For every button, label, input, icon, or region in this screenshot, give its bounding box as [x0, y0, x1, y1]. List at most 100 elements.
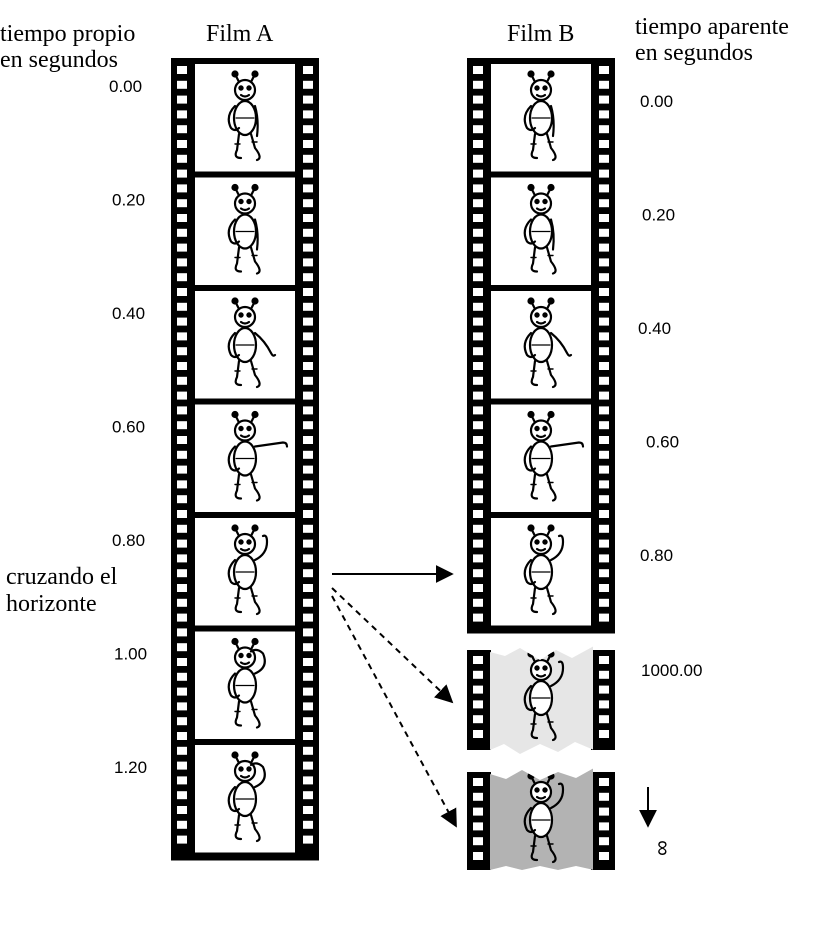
film-b-sprocket-hole [599, 391, 609, 400]
film-b-sprocket-hole [599, 199, 609, 208]
film-b-creature-2 [523, 183, 557, 275]
film-a-sprocket-hole [303, 658, 313, 666]
film-a-sprocket-hole [177, 717, 187, 726]
film-a-sprocket-hole [177, 732, 187, 740]
film-a-sprocket-hole [177, 613, 187, 622]
film-a-sprocket-hole [177, 391, 187, 400]
film-b-strip [467, 58, 615, 634]
film-a-time-label: 0.80 [112, 531, 145, 550]
film-b-sprocket-hole [599, 495, 609, 504]
film-b-sprocket-hole [473, 495, 483, 504]
film-a-time-label: 0.40 [112, 304, 145, 323]
film-b-sprocket-hole [599, 302, 609, 311]
film-a-title: Film A [206, 21, 274, 47]
film-a-sprocket-hole [177, 628, 187, 637]
film-a-sprocket-hole [303, 391, 313, 400]
film-a-creature-2 [227, 183, 261, 275]
film-a-sprocket-hole [303, 214, 313, 222]
film-a-time-label: 1.00 [114, 645, 147, 664]
film-a-sprocket-hole [177, 332, 187, 341]
film-a-sprocket-hole [303, 362, 313, 370]
film-b-sprocket-hole [599, 406, 609, 415]
film-b-creature-3 [523, 297, 573, 389]
film-a-sprocket-hole [303, 199, 313, 208]
film-a-sprocket-hole [303, 791, 313, 800]
film-a-sprocket-hole [303, 539, 313, 548]
film-b-sprocket-hole [599, 258, 609, 267]
film-b-time-label: 0.80 [640, 546, 673, 565]
film-a-sprocket-hole [303, 347, 313, 356]
film-a-sprocket-hole [303, 184, 313, 193]
film-a-sprocket-hole [303, 717, 313, 726]
film-a-sprocket-hole [303, 243, 313, 252]
left-axis-title-line2: en segundos [0, 47, 118, 73]
film-a-sprocket-hole [177, 228, 187, 237]
dashed-arrow-1 [331, 587, 454, 704]
film-a-sprocket-hole [177, 199, 187, 208]
film-a-sprocket-hole [303, 302, 313, 311]
film-a-sprocket-hole [177, 539, 187, 548]
film-a-sprocket-hole [177, 480, 187, 489]
film-b-creature-1 [523, 70, 557, 162]
film-b-sprocket-hole [473, 273, 483, 282]
film-a-sprocket-hole [303, 598, 313, 607]
film-a-sprocket-hole [177, 376, 187, 385]
film-a-sprocket-hole [177, 835, 187, 844]
crossing-label-line1: cruzando el [6, 564, 118, 590]
film-b-sprocket-hole [473, 317, 483, 326]
film-b-sprocket-hole [599, 184, 609, 193]
film-b-sprocket-hole [473, 598, 483, 607]
film-a-creature-7 [227, 751, 266, 843]
film-b-sprocket-hole [599, 288, 609, 296]
film-a-sprocket-hole [303, 746, 313, 755]
film-b-sprocket-hole [473, 214, 483, 222]
film-b-sprocket-hole [599, 154, 609, 163]
film-a-sprocket-hole [177, 66, 187, 74]
film-a-sprocket-hole [303, 80, 313, 89]
film-b-sprocket-hole [599, 362, 609, 370]
film-a-sprocket-hole [303, 66, 313, 74]
film-a-sprocket-hole [303, 524, 313, 533]
film-a-sprocket-hole [177, 243, 187, 252]
film-a-sprocket-hole [303, 288, 313, 296]
film-b-sprocket-hole [473, 347, 483, 356]
film-a-sprocket-hole [303, 228, 313, 237]
film-b-title: Film B [507, 21, 574, 47]
film-a-sprocket-hole [303, 702, 313, 711]
film-a-sprocket-hole [177, 214, 187, 222]
film-a-sprocket-hole [303, 806, 313, 814]
film-a-sprocket-hole [177, 746, 187, 755]
film-b-sprocket-hole [599, 436, 609, 444]
film-a-sprocket-hole [303, 154, 313, 163]
film-b-sprocket-hole [599, 613, 609, 622]
film-a-sprocket-hole [303, 480, 313, 489]
film-b-sprocket-hole [473, 302, 483, 311]
film-b-sprocket-hole [599, 376, 609, 385]
film-b-sprocket-hole [599, 66, 609, 74]
film-a-sprocket-hole [303, 776, 313, 785]
film-b-sprocket-hole [599, 95, 609, 104]
film-a-sprocket-hole [303, 332, 313, 341]
film-b-sprocket-hole [473, 332, 483, 341]
film-b-sprocket-hole [473, 199, 483, 208]
film-a-sprocket-hole [177, 288, 187, 296]
film-a-sprocket-hole [177, 110, 187, 119]
film-a-creature-1 [227, 70, 261, 162]
film-b-sprocket-hole [599, 214, 609, 222]
film-b-sprocket-hole [473, 436, 483, 444]
film-b-sprocket-hole [473, 154, 483, 163]
film-a-sprocket-hole [177, 95, 187, 104]
film-a-sprocket-hole [177, 687, 187, 696]
film-b-sprocket-hole [473, 613, 483, 622]
film-b-sprocket-hole [473, 376, 483, 385]
film-b-torn-time-label: 1000.00 [641, 661, 702, 680]
film-a-sprocket-hole [303, 835, 313, 844]
film-a-sprocket-hole [177, 672, 187, 681]
film-b-sprocket-hole [473, 450, 483, 459]
film-a-sprocket-hole [303, 820, 313, 829]
film-a-sprocket-hole [303, 406, 313, 415]
film-b-sprocket-hole [599, 480, 609, 489]
film-a-sprocket-hole [177, 406, 187, 415]
film-a-time-labels: 0.000.200.400.600.801.001.20 [109, 77, 147, 777]
film-a-strip [171, 58, 319, 861]
